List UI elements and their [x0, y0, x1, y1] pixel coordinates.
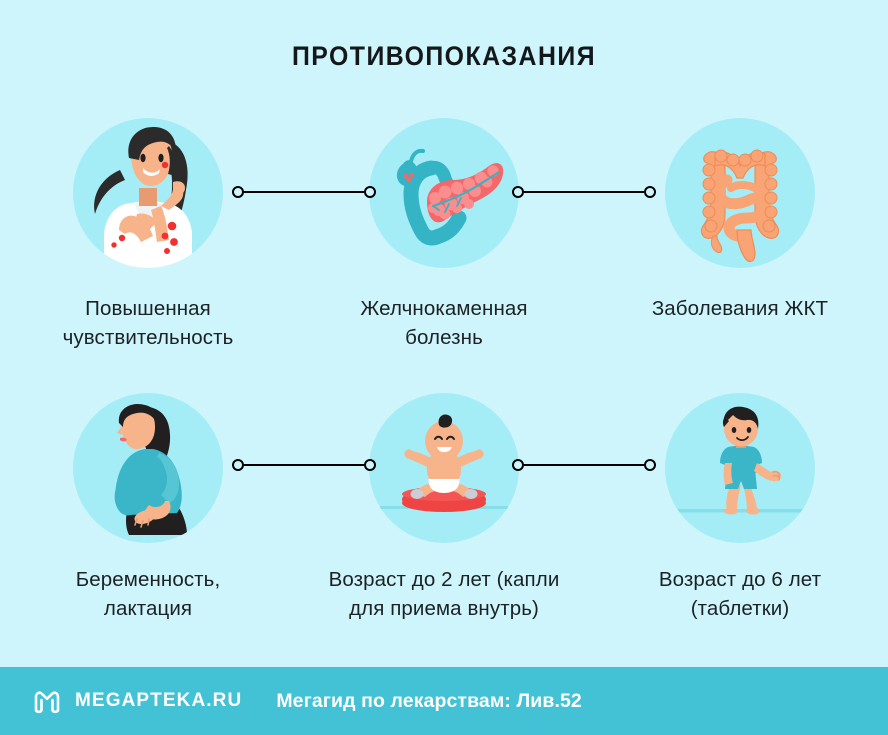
connector-dot-left — [512, 186, 524, 198]
woman-with-rash-icon — [73, 118, 223, 268]
footer-bar: MEGAPTEKA.RU Мегагид по лекарствам: Лив.… — [0, 667, 888, 735]
brand-name[interactable]: MEGAPTEKA.RU — [75, 690, 243, 711]
connector-2-3 — [512, 185, 656, 199]
label-line: болезнь — [405, 326, 483, 350]
connector-5-6 — [512, 458, 656, 472]
item-label: Желчнокаменная болезнь — [309, 294, 579, 352]
label-line: лактация — [103, 597, 193, 621]
item-gallstone-disease: Желчнокаменная болезнь — [296, 118, 592, 352]
connector-dot-left — [512, 459, 524, 471]
contraindications-row-1: Повышенная чувствительность — [0, 118, 888, 352]
item-age-under-6-tablets: Возраст до 6 лет (таблетки) — [592, 393, 888, 623]
label-line: чувствительность — [62, 326, 234, 350]
pregnant-woman-icon — [73, 393, 223, 543]
item-label: Возраст до 2 лет (капли для приема внутр… — [309, 565, 579, 623]
connector-dot-right — [364, 459, 376, 471]
item-age-under-2-drops: Возраст до 2 лет (капли для приема внутр… — [296, 393, 592, 623]
connector-line — [524, 190, 644, 194]
label-line: для приема внутрь) — [349, 597, 539, 621]
item-gi-diseases: Заболевания ЖКТ — [592, 118, 888, 352]
label-line: Возраст до 2 лет (капли — [328, 568, 560, 591]
connector-dot-right — [644, 459, 656, 471]
connector-line — [244, 190, 364, 194]
item-label: Повышенная чувствительность — [13, 294, 283, 352]
item-hypersensitivity: Повышенная чувствительность — [0, 118, 296, 352]
child-boy-icon — [665, 393, 815, 543]
connector-line — [244, 463, 364, 467]
connector-4-5 — [232, 458, 376, 472]
footer-caption: Мегагид по лекарствам: Лив.52 — [276, 689, 582, 712]
baby-icon — [369, 393, 519, 543]
label-line: Возраст до 6 лет — [658, 568, 822, 591]
megapteka-m-logo-icon[interactable] — [32, 686, 62, 716]
item-label: Заболевания ЖКТ — [605, 294, 875, 323]
connector-dot-left — [232, 459, 244, 471]
label-line: (таблетки) — [690, 597, 790, 621]
connector-1-2 — [232, 185, 376, 199]
page-title: ПРОТИВОПОКАЗАНИЯ — [291, 41, 597, 71]
connector-dot-right — [364, 186, 376, 198]
intestines-icon — [665, 118, 815, 268]
gallbladder-pancreas-icon — [369, 118, 519, 268]
connector-line — [524, 463, 644, 467]
label-line: Желчнокаменная — [360, 297, 528, 320]
item-pregnancy-lactation: Беременность, лактация — [0, 393, 296, 623]
item-label: Возраст до 6 лет (таблетки) — [605, 565, 875, 623]
contraindications-row-2: Беременность, лактация — [0, 393, 888, 623]
label-line: Беременность, — [75, 568, 221, 591]
label-line: Заболевания ЖКТ — [651, 297, 829, 320]
connector-dot-left — [232, 186, 244, 198]
label-line: Повышенная — [85, 297, 211, 320]
item-label: Беременность, лактация — [13, 565, 283, 623]
connector-dot-right — [644, 186, 656, 198]
